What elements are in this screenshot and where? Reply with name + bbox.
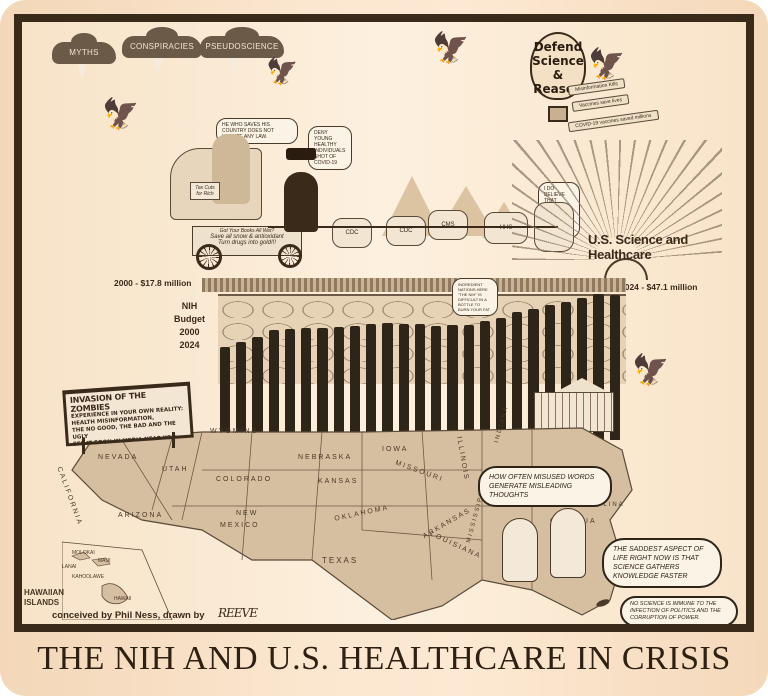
ribbon-banner: Vaccines save lives [571, 94, 630, 112]
lightning-icon [154, 58, 162, 74]
state-label: WYOMING [210, 428, 259, 435]
vulture-icon: 🦅 [432, 32, 470, 65]
hawaii-label: ISLANDS [24, 598, 60, 607]
crowd-ground [202, 278, 626, 292]
state-label: KANSAS [318, 478, 359, 485]
budget-2024-label: 2024 - $47.1 million [620, 282, 698, 292]
hawaii-label: KAHOOLAWE [72, 574, 105, 580]
budget-bar-2010 [382, 323, 393, 440]
state-label: MEXICO [220, 522, 260, 529]
budget-bar-2007 [333, 327, 344, 440]
poster-title: THE NIH AND U.S. HEALTHCARE IN CRISIS [37, 640, 731, 677]
nih-budget-bar-chart [218, 292, 622, 440]
hawaii-label: LANAI [62, 564, 77, 570]
sun-rays [512, 140, 722, 260]
budget-bar-2016 [479, 321, 490, 440]
cloud-pseudoscience: PSEUDOSCIENCE [200, 27, 284, 58]
wagon-wheel [196, 244, 222, 270]
budget-bar-2021 [560, 302, 572, 440]
lightning-icon [230, 58, 238, 74]
nih-budget-side-label: NIH Budget 2000 2024 [174, 301, 205, 350]
state-label: NEBRASKA [298, 454, 353, 461]
budget-bar-2022 [577, 298, 588, 440]
budget-bar-2020 [544, 305, 555, 440]
hawaii-label: HAWAII [114, 596, 132, 602]
horse-cms: CMS [428, 210, 468, 240]
budget-bar-2012 [414, 324, 426, 440]
balloon-basket [548, 106, 568, 122]
top-hat [286, 148, 316, 160]
rat-scientist [550, 508, 586, 578]
harness-rope [268, 226, 558, 228]
science-healthcare-headline: U.S. Science and Healthcare [588, 232, 688, 262]
budget-bar-2006 [317, 328, 328, 440]
budget-bar-2003 [268, 330, 279, 440]
rat-speech-bubble-3: NO SCIENCE IS IMMUNE TO THE INFECTION OF… [620, 596, 738, 624]
sign-post [82, 438, 85, 454]
horse-cdc: CDC [386, 216, 426, 246]
budget-2000-label: 2000 - $17.8 million [114, 278, 192, 288]
rfk-speech-bubble: DENY YOUNG HEALTHY INDIVIDUALS SHOT OF C… [308, 126, 352, 170]
illustration-frame: MYTHS CONSPIRACIES PSEUDOSCIENCE 🦅 🦅 🦅 🦅… [14, 14, 754, 632]
vulture-icon: 🦅 [266, 56, 299, 86]
budget-bar-2013 [431, 326, 442, 440]
budget-bar-2015 [463, 325, 474, 440]
horse-cdc: CDC [332, 218, 372, 248]
artist-signature: REEVE [218, 606, 258, 620]
budget-bar-2004 [284, 329, 296, 440]
rat-speech-bubble-1: HOW OFTEN MISUSED WORDS GENERATE MISLEAD… [478, 466, 612, 507]
sign-post [172, 432, 175, 448]
rfk-figure [284, 172, 318, 232]
budget-bar-2009 [366, 324, 377, 440]
credit-text: conceived by Phil Ness, drawn by [52, 610, 205, 621]
budget-bar-2024 [609, 295, 620, 440]
lightning-icon [78, 64, 86, 80]
budget-bar-2008 [349, 326, 361, 440]
state-label: NEW [236, 510, 259, 517]
budget-bar-2001 [236, 342, 247, 440]
budget-bar-2011 [398, 324, 409, 440]
budget-bar-2005 [301, 328, 312, 440]
ribbon-banner: COVID-19 vaccines saved millions [567, 109, 659, 133]
cloud-conspiracies: CONSPIRACIES [122, 27, 202, 58]
hawaii-label: HAWAIIAN [24, 588, 64, 597]
budget-bar-2002 [252, 337, 263, 440]
vulture-icon: 🦅 [102, 98, 140, 131]
cloud-myths: MYTHS [52, 33, 116, 64]
book-tax-cuts: Tax Cuts for Rich [190, 182, 220, 200]
budget-bar-2000 [220, 347, 231, 440]
capitol-building [534, 392, 614, 432]
wagon-wheel [278, 244, 302, 268]
budget-bar-2023 [593, 294, 604, 440]
state-label: IOWA [382, 446, 409, 453]
state-label: UTAH [162, 466, 189, 473]
hawaii-label: MAUI [98, 558, 111, 564]
budget-bar-2014 [447, 325, 458, 440]
vulture-icon: 🦅 [588, 48, 626, 81]
rat-scientist [502, 518, 538, 582]
capitol-roof [552, 378, 612, 394]
hawaii-label: MOLOKAI [72, 550, 95, 556]
budget-bar-2019 [528, 309, 539, 440]
rat-speech-bubble-2: THE SADDEST ASPECT OF LIFE RIGHT NOW IS … [602, 538, 722, 588]
budget-bar-2018 [512, 312, 523, 440]
state-label: COLORADO [216, 476, 273, 483]
budget-bar-2017 [495, 318, 507, 440]
state-label: NEVADA [98, 454, 139, 461]
state-label: ARIZONA [118, 512, 164, 519]
ground-speech-bubble: INGREDIENT NATIONS HERE "THE NIH" IS DIF… [452, 278, 498, 316]
vulture-icon: 🦅 [632, 354, 670, 387]
state-label: TEXAS [322, 556, 359, 565]
